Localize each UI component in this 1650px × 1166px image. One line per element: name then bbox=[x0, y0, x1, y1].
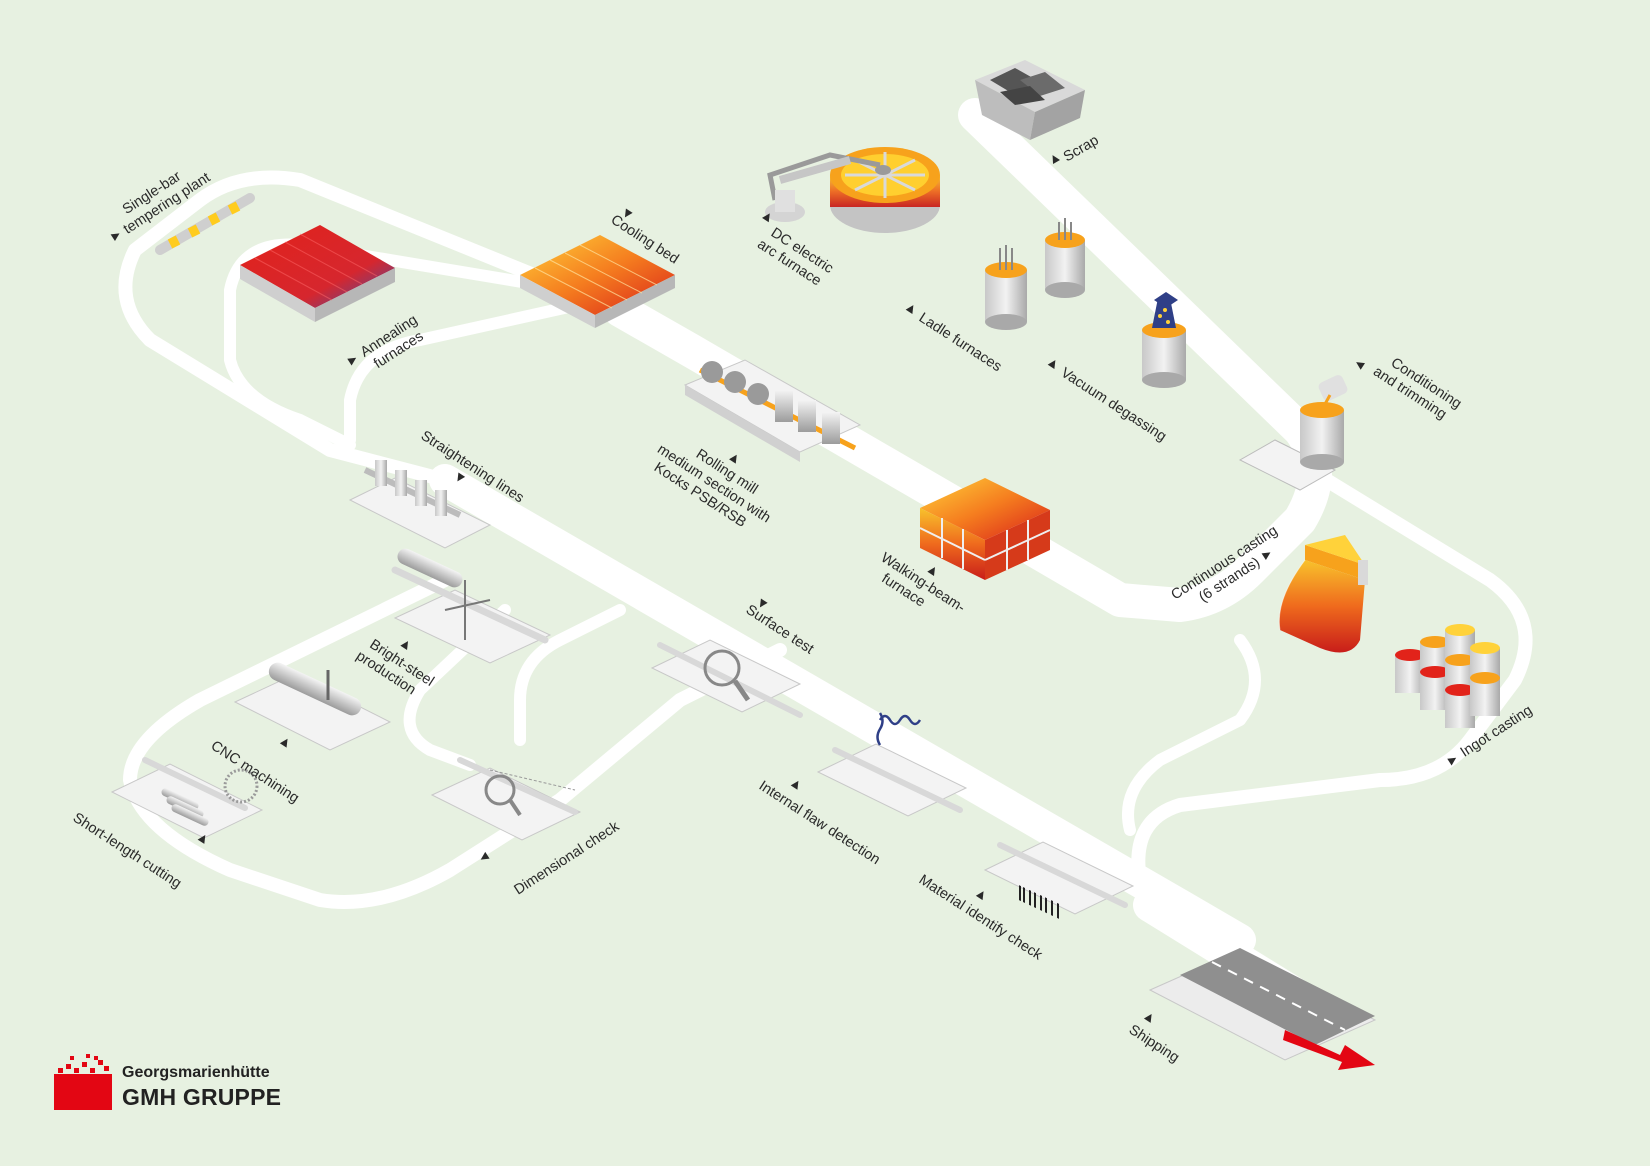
svg-text:Shipping: Shipping bbox=[1126, 1022, 1182, 1066]
barcode-icon bbox=[1019, 885, 1059, 919]
straightening-lines-icon bbox=[348, 460, 492, 549]
bright-steel-icon bbox=[391, 548, 552, 664]
vacuum-degassing-icon bbox=[1142, 292, 1186, 388]
company-logo: Georgsmarienhütte GMH GRUPPE bbox=[54, 1054, 314, 1110]
ingot-casting-icon bbox=[1395, 624, 1500, 728]
continuous-casting-icon bbox=[1278, 535, 1368, 653]
short-length-cutting-icon bbox=[110, 757, 264, 839]
dimensional-check-icon bbox=[430, 757, 582, 841]
ladle-furnaces-icon bbox=[985, 218, 1085, 330]
internal-flaw-detection-icon bbox=[816, 712, 968, 817]
surface-test-icon bbox=[650, 639, 803, 718]
walking-beam-furnace-icon bbox=[919, 478, 1051, 580]
material-identify-check-icon bbox=[983, 841, 1135, 919]
conditioning-icon bbox=[1238, 375, 1348, 491]
tempering-plant-icon bbox=[155, 193, 255, 255]
cnc-machining-icon bbox=[233, 662, 392, 751]
path-network bbox=[118, 98, 1533, 1027]
logo-company-name: Georgsmarienhütte bbox=[122, 1064, 270, 1081]
svg-text:Scrap: Scrap bbox=[1061, 132, 1102, 165]
label-arc-furnace: DC electric arc furnace bbox=[754, 213, 836, 289]
gmh-logo-icon bbox=[54, 1054, 112, 1110]
annealing-furnaces-icon bbox=[240, 225, 395, 322]
label-scrap: Scrap bbox=[1052, 132, 1102, 165]
rolling-mill-icon bbox=[683, 359, 862, 462]
label-shipping: Shipping bbox=[1126, 1013, 1182, 1066]
shipping-road-icon bbox=[1148, 948, 1377, 1070]
scrap-bin-icon bbox=[975, 60, 1085, 140]
label-conditioning: Conditioning and trimming bbox=[1356, 355, 1464, 423]
cooling-bed-icon bbox=[520, 235, 675, 328]
logo-group-name: GMH GRUPPE bbox=[122, 1084, 282, 1110]
arc-furnace-icon bbox=[765, 147, 940, 233]
svg-text:Short-length cutting: Short-length cutting bbox=[70, 810, 184, 892]
